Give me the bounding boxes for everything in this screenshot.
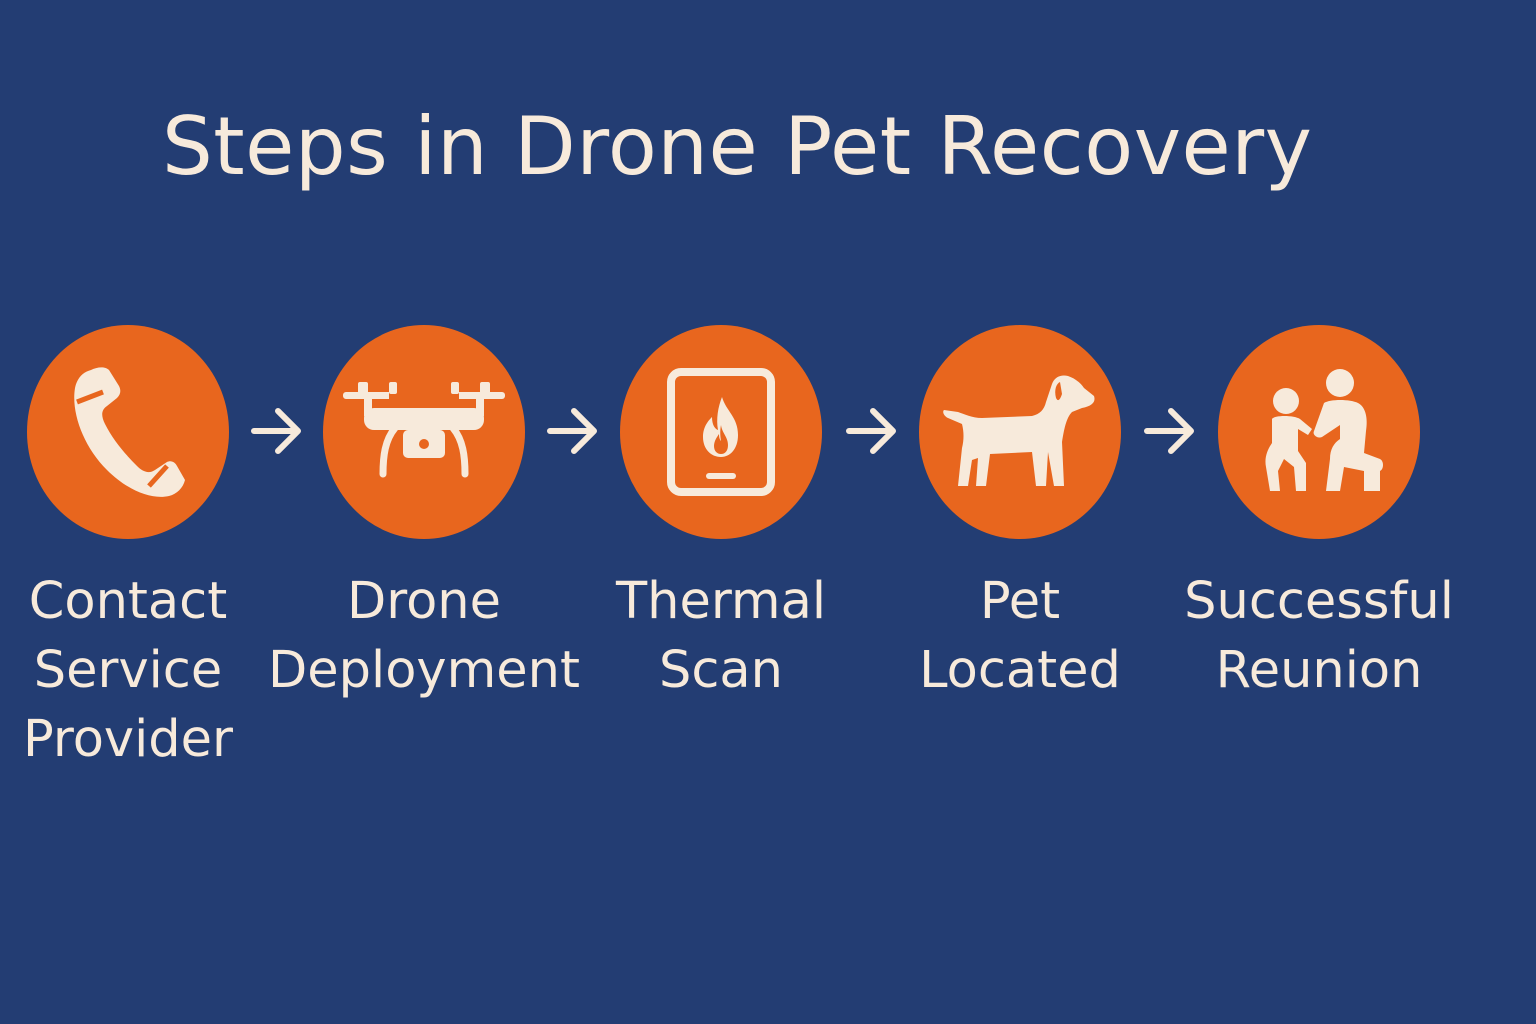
step-label: Successful Reunion <box>1184 572 1454 700</box>
step-circle <box>620 325 822 539</box>
step-drone-deployment: Drone Deployment <box>268 325 580 705</box>
reunion-people-icon <box>1265 369 1383 491</box>
dog-icon <box>943 375 1095 486</box>
arrow-right-icon <box>547 408 597 454</box>
step-circle <box>323 325 525 539</box>
step-pet-located: Pet Located <box>870 325 1170 705</box>
step-label: Thermal Scan <box>615 572 827 700</box>
step-successful-reunion: Successful Reunion <box>1169 325 1469 705</box>
phone-icon <box>74 367 185 497</box>
arrow-right-icon <box>846 408 896 454</box>
page-title: Steps in Drone Pet Recovery <box>162 100 1313 193</box>
drone-icon <box>343 382 505 478</box>
step-circle <box>1218 325 1420 539</box>
step-circle <box>919 325 1121 539</box>
step-contact-service-provider: Contact Service Provider <box>0 325 278 774</box>
step-label: Pet Located <box>919 572 1121 700</box>
step-circle <box>27 325 229 539</box>
step-thermal-scan: Thermal Scan <box>571 325 871 705</box>
thermal-tablet-icon <box>667 368 775 496</box>
arrow-right-icon <box>1144 408 1194 454</box>
step-label: Drone Deployment <box>268 572 580 700</box>
step-label: Contact Service Provider <box>23 572 233 769</box>
arrow-right-icon <box>251 408 301 454</box>
